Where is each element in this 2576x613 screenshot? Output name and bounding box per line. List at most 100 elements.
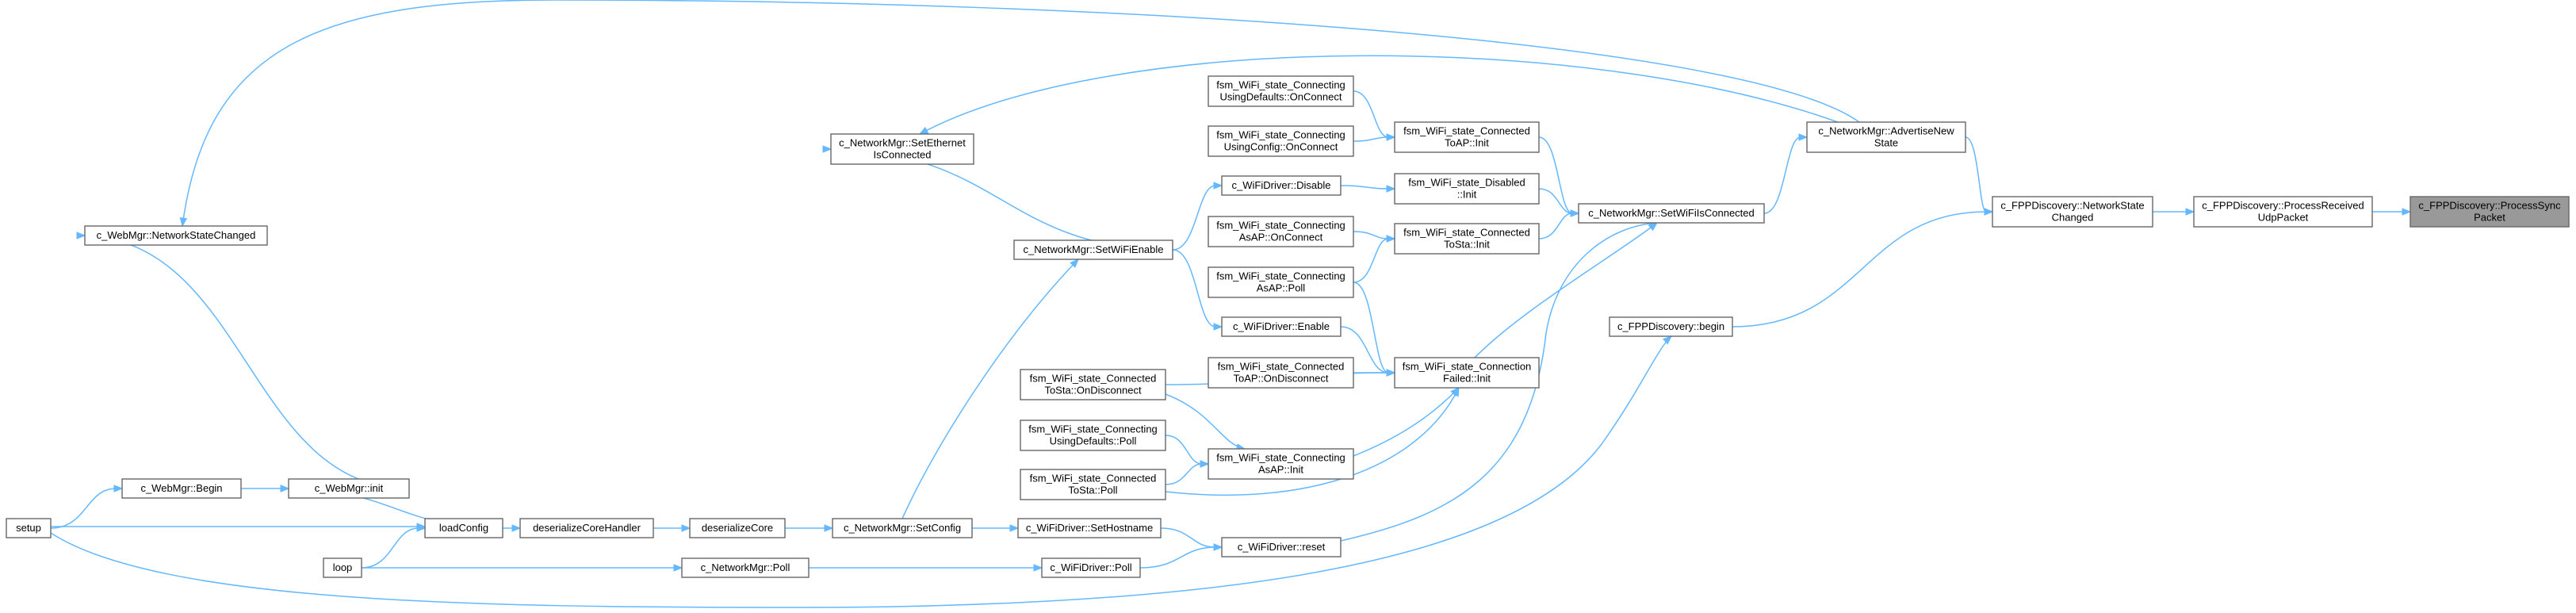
edge-advertiseNewState-to-networkStateChanged bbox=[1965, 136, 1994, 216]
node-wifiEnable[interactable]: c_WiFiDriver::Enable bbox=[1221, 316, 1342, 337]
node-label: c_NetworkMgr::SetConfig bbox=[844, 522, 961, 534]
node-connectedToApOnDisconnect[interactable]: fsm_WiFi_state_ConnectedToAP::OnDisconne… bbox=[1208, 357, 1354, 389]
edge-arrowhead bbox=[511, 524, 522, 532]
node-label: c_WiFiDriver::SetHostname bbox=[1026, 522, 1153, 534]
node-setConfig[interactable]: c_NetworkMgr::SetConfig bbox=[832, 518, 973, 538]
node-label: ToSta::Poll bbox=[1068, 485, 1117, 496]
edge-webNetworkStateChanged-to-advertiseNewState bbox=[179, 0, 1860, 228]
node-setup[interactable]: setup bbox=[6, 518, 52, 538]
node-connectingDefaultsPoll[interactable]: fsm_WiFi_state_ConnectingUsingDefaults::… bbox=[1020, 420, 1166, 451]
edge-connectingApInit-to-connectionFailedInit bbox=[1353, 387, 1460, 457]
edge-arrowhead bbox=[1213, 543, 1223, 551]
edge-arrowhead bbox=[1984, 208, 1994, 216]
node-label: c_NetworkMgr::SetEthernet bbox=[839, 137, 966, 149]
node-label: c_FPPDiscovery::ProcessSync bbox=[2418, 200, 2561, 212]
edge-setWiFiIsConnected-to-advertiseNewState bbox=[1763, 133, 1809, 214]
node-setHostname[interactable]: c_WiFiDriver::SetHostname bbox=[1017, 518, 1162, 538]
node-label: loadConfig bbox=[439, 522, 488, 534]
edge-line bbox=[901, 259, 1079, 519]
edge-setConfig-to-setWiFiEnable bbox=[901, 259, 1079, 519]
edge-arrowhead bbox=[1200, 460, 1210, 468]
edge-loop-to-networkPoll bbox=[362, 564, 683, 572]
node-box bbox=[681, 557, 810, 578]
edge-arrowhead bbox=[1798, 133, 1809, 141]
node-label: loop bbox=[333, 561, 353, 573]
node-box bbox=[1013, 239, 1173, 260]
node-loadConfig[interactable]: loadConfig bbox=[424, 518, 503, 538]
node-label: c_WiFiDriver::Poll bbox=[1050, 561, 1131, 573]
edge-arrowhead bbox=[1386, 133, 1396, 141]
node-networkPoll[interactable]: c_NetworkMgr::Poll bbox=[681, 557, 810, 578]
edge-connectingConfigOnConnect-to-connectedToApInit bbox=[1353, 133, 1396, 142]
edge-connectingApPoll-to-connectedToStaInit bbox=[1353, 235, 1396, 283]
node-label: Changed bbox=[2052, 212, 2094, 224]
node-disabledInit[interactable]: fsm_WiFi_state_Disabled::Init bbox=[1394, 173, 1540, 205]
node-connectingDefaultsOnConnect[interactable]: fsm_WiFi_state_ConnectingUsingDefaults::… bbox=[1208, 75, 1354, 107]
node-networkStateChanged[interactable]: c_FPPDiscovery::NetworkStateChanged bbox=[1992, 196, 2153, 228]
node-label: fsm_WiFi_state_Connecting bbox=[1216, 79, 1345, 91]
edge-arrowhead bbox=[1570, 209, 1580, 217]
node-label: UsingConfig::OnConnect bbox=[1224, 141, 1338, 153]
node-label: c_FPPDiscovery::NetworkState bbox=[2000, 200, 2144, 212]
node-label: c_WebMgr::NetworkStateChanged bbox=[97, 229, 256, 241]
node-label: fsm_WiFi_state_Connecting bbox=[1216, 452, 1345, 464]
edge-line bbox=[1160, 527, 1216, 548]
node-label: fsm_WiFi_state_Connected bbox=[1218, 361, 1345, 373]
node-label: UsingDefaults::OnConnect bbox=[1220, 91, 1342, 103]
node-label: fsm_WiFi_state_Connection bbox=[1403, 361, 1532, 373]
node-box bbox=[1208, 448, 1354, 480]
node-box bbox=[6, 518, 52, 538]
edge-line bbox=[361, 527, 419, 569]
node-fppBegin[interactable]: c_FPPDiscovery::begin bbox=[1609, 316, 1733, 337]
edge-processReceivedUdpPacket-to-processSyncPacket bbox=[2371, 208, 2412, 216]
node-wifiPoll[interactable]: c_WiFiDriver::Poll bbox=[1041, 557, 1141, 578]
node-deserializeCoreHandler[interactable]: deserializeCoreHandler bbox=[519, 518, 654, 538]
edge-arrowhead bbox=[1213, 182, 1223, 190]
edge-arrowhead bbox=[416, 524, 427, 532]
node-label: fsm_WiFi_state_Connected bbox=[1403, 227, 1530, 239]
node-box bbox=[288, 478, 410, 499]
edge-arrowhead bbox=[918, 126, 929, 135]
node-setWiFiIsConnected[interactable]: c_NetworkMgr::SetWiFiIsConnected bbox=[1578, 203, 1765, 224]
node-label: fsm_WiFi_state_Connected bbox=[1030, 373, 1157, 385]
node-setWiFiEnable[interactable]: c_NetworkMgr::SetWiFiEnable bbox=[1013, 239, 1173, 260]
node-box bbox=[1041, 557, 1141, 578]
node-webBegin[interactable]: c_WebMgr::Begin bbox=[121, 478, 242, 499]
edge-setEthernetIsConnected-to-advertiseNewState bbox=[918, 55, 1839, 135]
node-deserializeCore[interactable]: deserializeCore bbox=[689, 518, 786, 538]
node-label: c_FPPDiscovery::begin bbox=[1617, 320, 1724, 332]
edge-arrowhead bbox=[1386, 185, 1396, 193]
node-box bbox=[323, 557, 362, 578]
node-box bbox=[121, 478, 242, 499]
node-label: c_WiFiDriver::Enable bbox=[1233, 320, 1330, 332]
node-webNetworkStateChanged[interactable]: c_WebMgr::NetworkStateChanged bbox=[84, 225, 268, 246]
edge-line bbox=[1165, 393, 1246, 450]
edge-arrowhead bbox=[1452, 386, 1460, 397]
edge-webInit-to-webNetworkStateChanged bbox=[76, 232, 410, 489]
node-connectingConfigOnConnect[interactable]: fsm_WiFi_state_ConnectingUsingConfig::On… bbox=[1208, 125, 1354, 157]
node-wifiReset[interactable]: c_WiFiDriver::reset bbox=[1221, 537, 1342, 557]
node-box bbox=[1208, 75, 1354, 107]
edge-arrowhead bbox=[1009, 524, 1020, 532]
node-connectedToStaOnDisconnect[interactable]: fsm_WiFi_state_ConnectedToSta::OnDisconn… bbox=[1020, 369, 1166, 400]
edge-setWiFiEnable-to-wifiEnable bbox=[1172, 249, 1223, 331]
node-wifiDisable[interactable]: c_WiFiDriver::Disable bbox=[1221, 175, 1342, 196]
node-loop[interactable]: loop bbox=[323, 557, 362, 578]
node-box bbox=[2193, 196, 2373, 228]
edge-setWiFiEnable-to-wifiDisable bbox=[1172, 182, 1223, 251]
node-label: c_NetworkMgr::SetWiFiIsConnected bbox=[1588, 207, 1755, 219]
node-label: fsm_WiFi_state_Connecting bbox=[1216, 129, 1345, 141]
node-label: c_WebMgr::init bbox=[315, 482, 384, 494]
node-webInit[interactable]: c_WebMgr::init bbox=[288, 478, 410, 499]
